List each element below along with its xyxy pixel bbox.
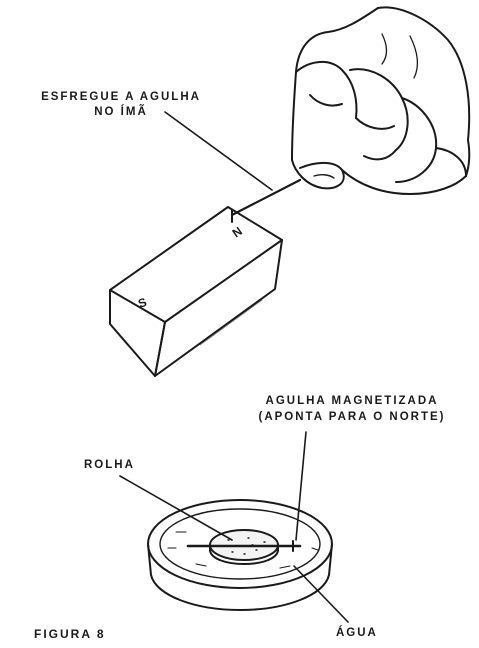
rub-instruction-label: ESFREGUE A AGULHA NO ÍMÃ <box>16 91 226 121</box>
water-label-leader <box>293 565 349 623</box>
magnetized-needle <box>186 540 302 552</box>
rub-instruction-line1: ESFREGUE A AGULHA <box>41 91 201 103</box>
hand <box>291 6 471 195</box>
bowl <box>147 499 333 611</box>
figure-caption: FIGURA 8 <box>34 627 106 641</box>
magnetized-needle-line1: AGULHA MAGNETIZADA <box>265 395 439 407</box>
cork-label: ROLHA <box>84 459 135 471</box>
bar-magnet <box>109 206 283 377</box>
water-surface <box>167 531 319 569</box>
needle <box>230 178 302 223</box>
needle-label-leader <box>295 431 307 541</box>
rub-label-leader <box>164 111 273 191</box>
cork-label-leader <box>119 475 233 541</box>
magnet-south-label: S <box>136 295 148 311</box>
magnetized-needle-line2: (APONTA PARA O NORTE) <box>258 410 446 423</box>
water-label: ÁGUA <box>336 627 378 639</box>
magnet-north-label: N <box>230 224 245 240</box>
rub-instruction-line2: NO ÍMÃ <box>94 105 148 118</box>
magnetized-needle-label: AGULHA MAGNETIZADA (APONTA PARA O NORTE) <box>232 395 472 427</box>
